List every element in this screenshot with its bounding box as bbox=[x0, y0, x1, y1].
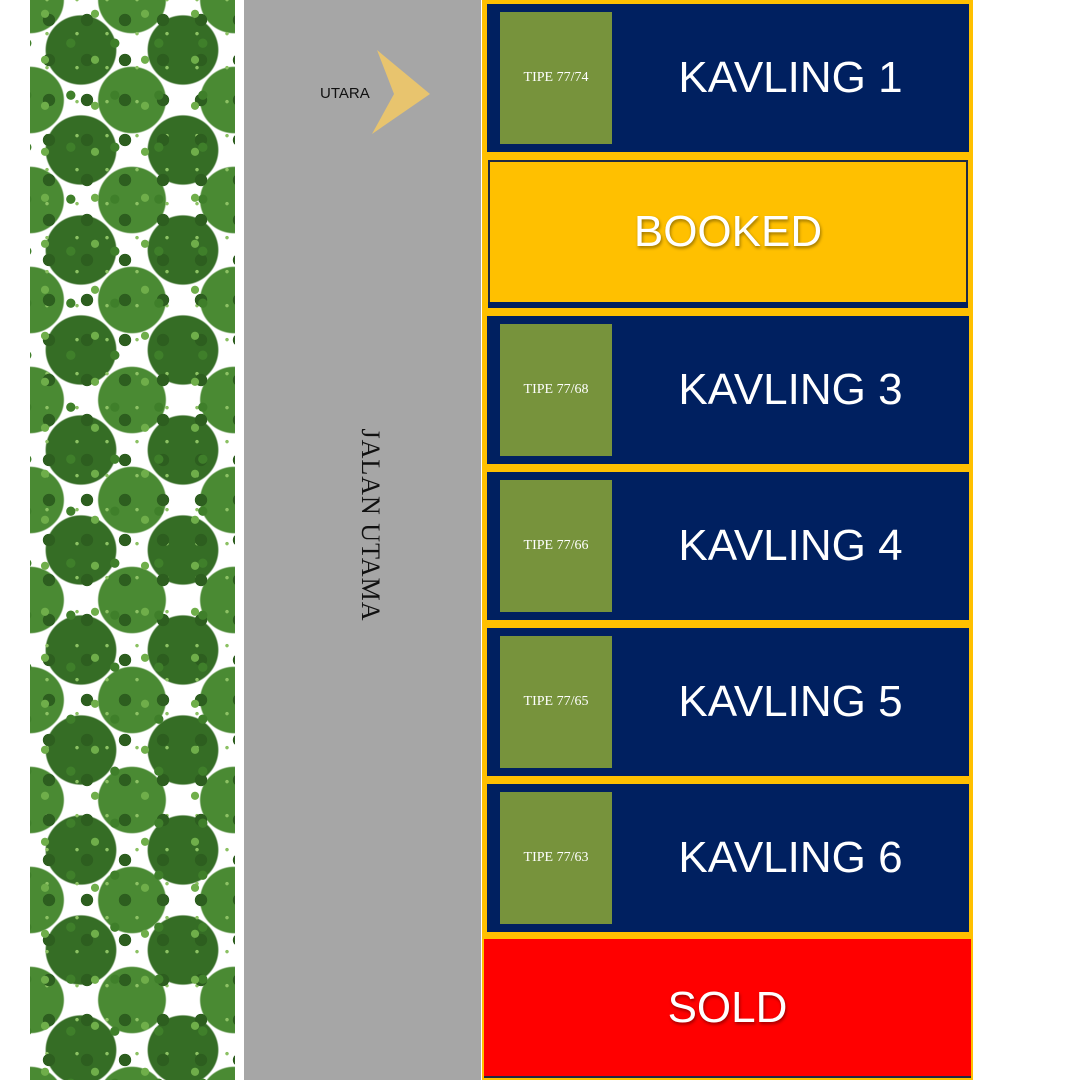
lot-kavling-1[interactable]: TIPE 77/74 KAVLING 1 bbox=[487, 4, 969, 152]
tree-row bbox=[30, 0, 235, 1080]
divider bbox=[488, 302, 968, 308]
lot-label: KAVLING 6 bbox=[678, 833, 903, 882]
lots-column: TIPE 77/74 KAVLING 1 BOOKED TIPE 77/68 K… bbox=[482, 0, 973, 1080]
lot-kavling-5[interactable]: TIPE 77/65 KAVLING 5 bbox=[487, 628, 969, 776]
lot-kavling-3[interactable]: TIPE 77/68 KAVLING 3 bbox=[487, 316, 969, 464]
house-type: TIPE 77/65 bbox=[500, 636, 612, 768]
lot-kavling-4[interactable]: TIPE 77/66 KAVLING 4 bbox=[487, 472, 969, 620]
lot-sold[interactable]: SOLD bbox=[484, 939, 971, 1078]
lot-label: KAVLING 3 bbox=[678, 365, 903, 414]
main-road bbox=[244, 0, 481, 1080]
house-type: TIPE 77/63 bbox=[500, 792, 612, 924]
house-type: TIPE 77/68 bbox=[500, 324, 612, 456]
house-type: TIPE 77/66 bbox=[500, 480, 612, 612]
north-label: UTARA bbox=[320, 85, 370, 102]
lot-booked[interactable]: BOOKED bbox=[488, 160, 968, 304]
lot-kavling-6[interactable]: TIPE 77/63 KAVLING 6 bbox=[487, 784, 969, 932]
lot-label: KAVLING 1 bbox=[678, 53, 903, 102]
road-label: JALAN UTAMA bbox=[356, 428, 385, 622]
lot-label: KAVLING 5 bbox=[678, 677, 903, 726]
north-arrow-icon bbox=[372, 50, 430, 134]
lot-label: KAVLING 4 bbox=[678, 521, 903, 570]
house-type: TIPE 77/74 bbox=[500, 12, 612, 144]
